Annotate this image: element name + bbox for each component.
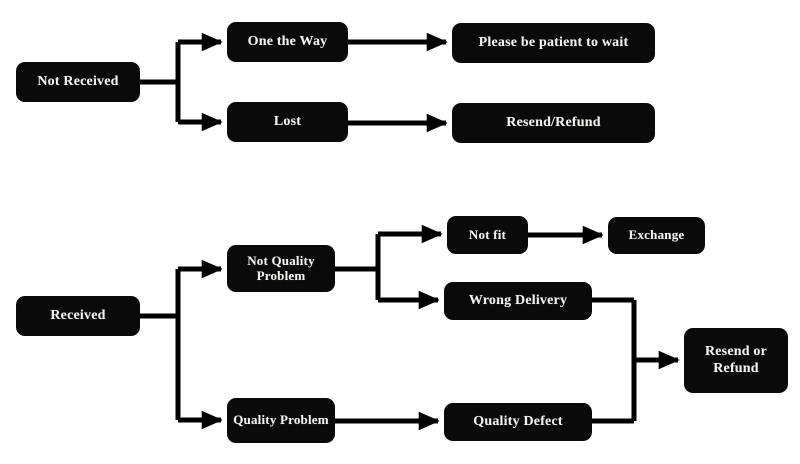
node-lost[interactable]: Lost	[227, 102, 348, 142]
node-not-quality-problem[interactable]: Not Quality Problem	[227, 245, 335, 292]
node-exchange[interactable]: Exchange	[608, 217, 705, 254]
node-resend-or-refund[interactable]: Resend or Refund	[684, 328, 788, 393]
node-quality-defect[interactable]: Quality Defect	[444, 403, 592, 441]
node-wrong-delivery[interactable]: Wrong Delivery	[444, 282, 592, 320]
node-not-received[interactable]: Not Received	[16, 62, 140, 102]
node-not-fit[interactable]: Not fit	[447, 216, 528, 254]
node-quality-problem[interactable]: Quality Problem	[227, 398, 335, 443]
node-one-the-way[interactable]: One the Way	[227, 22, 348, 62]
node-received[interactable]: Received	[16, 296, 140, 336]
node-please-be-patient-to-wait[interactable]: Please be patient to wait	[452, 23, 655, 63]
node-resend-refund[interactable]: Resend/Refund	[452, 103, 655, 143]
